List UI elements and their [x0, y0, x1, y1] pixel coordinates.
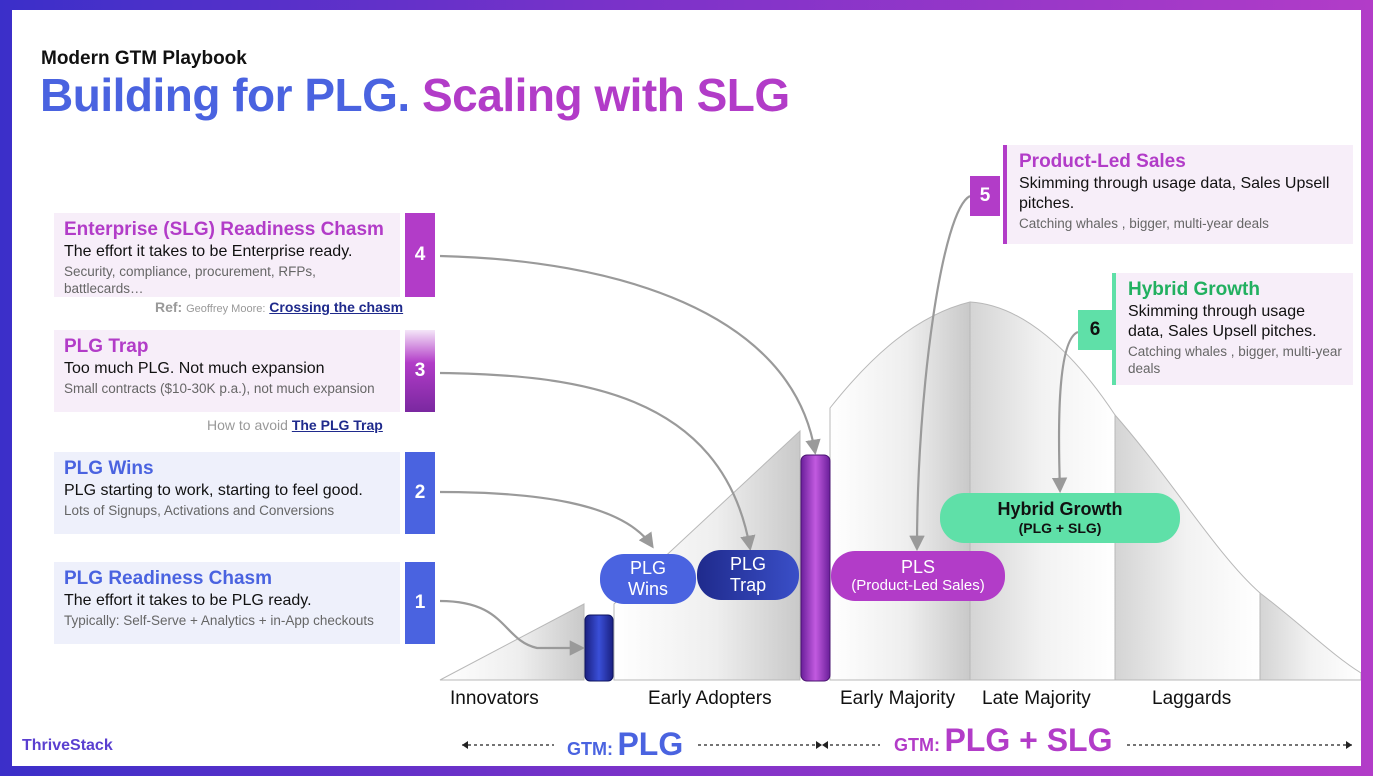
plg-trap-reference: How to avoid The PLG Trap [207, 417, 383, 433]
card-subtext: Typically: Self-Serve + Analytics + in-A… [64, 613, 374, 628]
plg-trap-pill: PLG Trap [697, 550, 799, 600]
segment-early-majority: Early Majority [840, 688, 956, 709]
card-subtext: Catching whales , bigger, multi-year dea… [1128, 344, 1342, 376]
card-product-led-sales: Product-Led Sales Skimming through usage… [1007, 145, 1353, 244]
card-enterprise-chasm: Enterprise (SLG) Readiness Chasm The eff… [54, 213, 400, 297]
card-subtext: Catching whales , bigger, multi-year dea… [1019, 216, 1269, 231]
gtm-value: PLG [617, 726, 684, 762]
slide-canvas: Modern GTM Playbook Building for PLG. Sc… [12, 10, 1361, 766]
card-title: Enterprise (SLG) Readiness Chasm [64, 219, 384, 240]
ref-prefix: Ref: [155, 299, 183, 315]
card-plg-readiness-chasm: PLG Readiness Chasm The effort it takes … [54, 562, 400, 644]
chasm-reference: Ref: Geoffrey Moore: Crossing the chasm [155, 299, 403, 315]
card-hybrid-growth: Hybrid Growth Skimming through usage dat… [1116, 273, 1353, 385]
hybrid-growth-pill: Hybrid Growth (PLG + SLG) [940, 493, 1180, 543]
step-badge-2: 2 [405, 452, 435, 534]
card-subtext: Lots of Signups, Activations and Convers… [64, 503, 335, 518]
card-body: Skimming through usage data, Sales Upsel… [1128, 303, 1317, 340]
plg-wins-pill: PLG Wins [600, 554, 696, 604]
gtm-prefix: GTM: [894, 735, 940, 755]
card-title: Hybrid Growth [1128, 279, 1260, 300]
card-subtext: Security, compliance, procurement, RFPs,… [64, 264, 316, 296]
pls-pill: PLS (Product-Led Sales) [831, 551, 1005, 601]
card-body: Skimming through usage data, Sales Upsel… [1019, 175, 1330, 212]
plg-readiness-chasm-bar [584, 614, 614, 682]
step-badge-6: 6 [1078, 310, 1112, 350]
enterprise-readiness-chasm-bar [800, 454, 831, 682]
card-title: Product-Led Sales [1019, 151, 1186, 172]
card-accent-bar [1112, 273, 1116, 385]
ref-prefix: How to avoid [207, 417, 288, 433]
card-accent-bar [1003, 145, 1007, 244]
gtm-value: PLG + SLG [944, 722, 1113, 758]
segment-early-adopters: Early Adopters [648, 688, 772, 709]
crossing-the-chasm-link[interactable]: Crossing the chasm [269, 299, 404, 315]
title-part-slg: Scaling with SLG [421, 69, 790, 121]
card-body: PLG starting to work, starting to feel g… [64, 482, 363, 499]
step-badge-3: 3 [405, 330, 435, 412]
plg-trap-link[interactable]: The PLG Trap [291, 417, 383, 433]
gtm-prefix: GTM: [567, 739, 613, 759]
title-part-plg: Building for PLG. [40, 69, 410, 121]
card-title: PLG Trap [64, 336, 149, 357]
pill-line: (PLG + SLG) [1018, 520, 1102, 536]
card-subtext: Small contracts ($10-30K p.a.), not much… [64, 381, 375, 396]
card-title: PLG Readiness Chasm [64, 568, 273, 589]
eyebrow-label: Modern GTM Playbook [41, 48, 247, 69]
brand-logo-text: ThriveStack [22, 737, 113, 754]
pill-line: (Product-Led Sales) [851, 577, 985, 594]
segment-innovators: Innovators [450, 688, 539, 709]
ref-author: Geoffrey Moore: [186, 303, 266, 315]
gtm-plg-slg-label: GTM: PLG + SLG [894, 722, 1112, 759]
step-badge-5: 5 [970, 176, 1000, 216]
segment-late-majority: Late Majority [982, 688, 1091, 709]
segment-laggards: Laggards [1152, 688, 1232, 709]
card-body: Too much PLG. Not much expansion [64, 360, 325, 377]
gtm-plg-label: GTM: PLG [567, 726, 683, 763]
card-plg-trap: PLG Trap Too much PLG. Not much expansio… [54, 330, 400, 412]
card-body: The effort it takes to be Enterprise rea… [64, 243, 353, 260]
step-badge-1: 1 [405, 562, 435, 644]
card-plg-wins: PLG Wins PLG starting to work, starting … [54, 452, 400, 534]
pill-line: PLS [900, 557, 936, 577]
card-title: PLG Wins [64, 458, 154, 479]
page-title: Building for PLG. Scaling with SLG [40, 68, 790, 122]
step-badge-4: 4 [405, 213, 435, 297]
card-body: The effort it takes to be PLG ready. [64, 592, 312, 609]
pill-line: Hybrid Growth [997, 499, 1123, 519]
